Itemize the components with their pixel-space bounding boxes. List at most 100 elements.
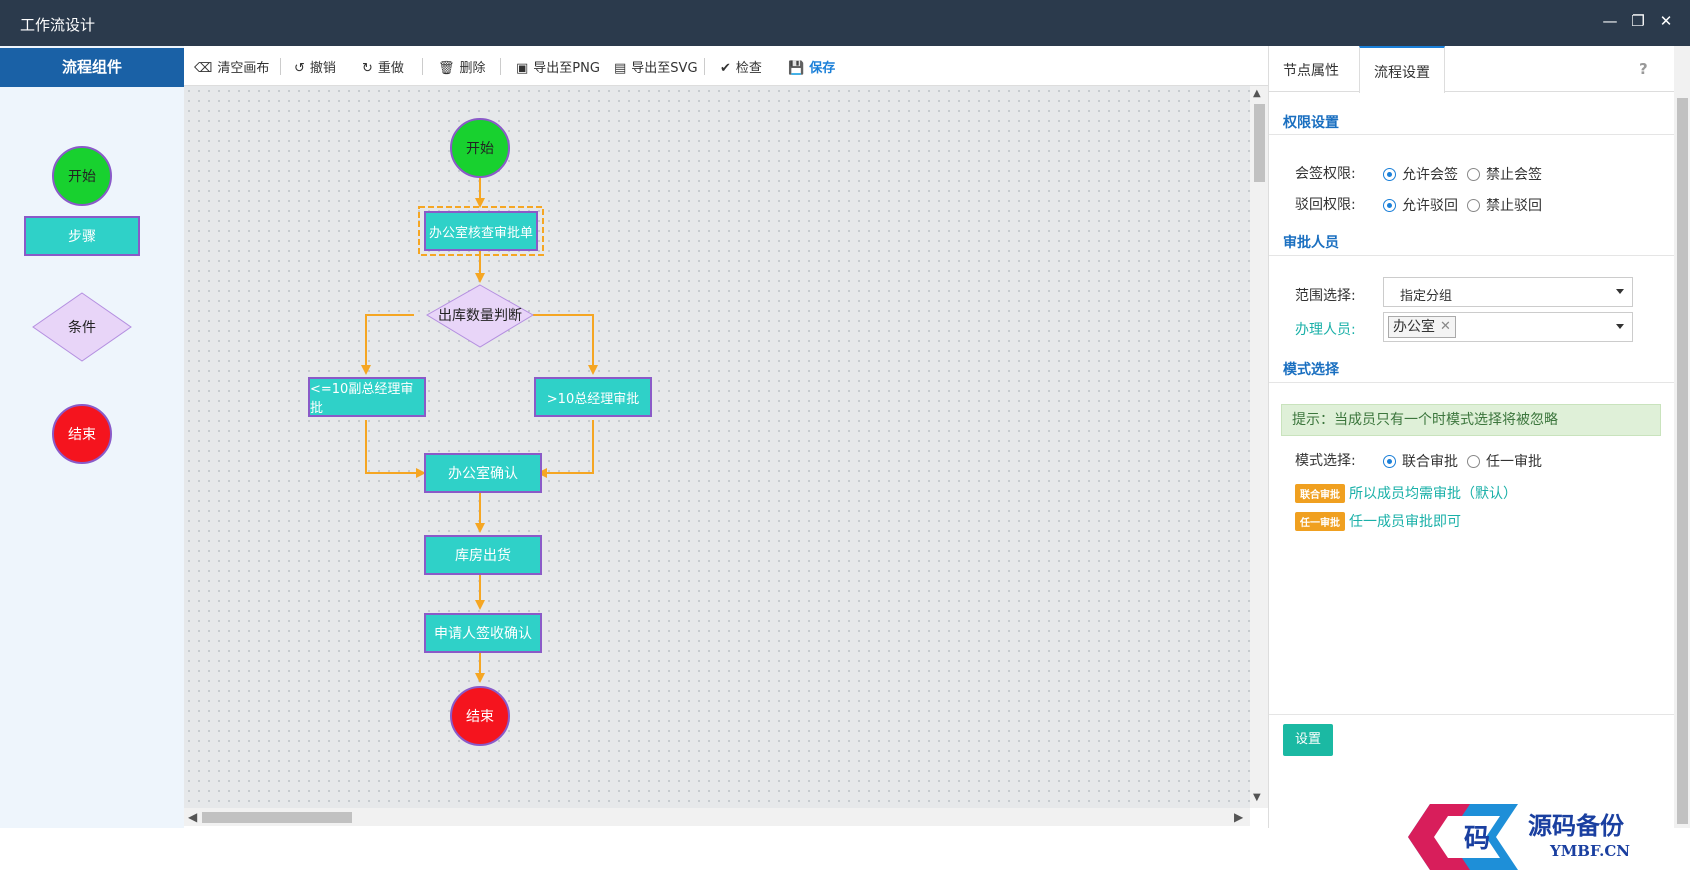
- radio-unchecked-icon: [1467, 198, 1480, 212]
- help-icon[interactable]: ?: [1639, 60, 1648, 78]
- flow-le10-node[interactable]: <=10副总经理审批: [308, 377, 426, 417]
- scope-select[interactable]: 指定分组: [1383, 277, 1633, 307]
- set-button[interactable]: 设置: [1283, 724, 1333, 756]
- palette-step-node[interactable]: 步骤: [24, 216, 140, 256]
- radio-label: 禁止驳回: [1486, 198, 1542, 214]
- legend-badge: 联合审批: [1295, 483, 1345, 503]
- approvers-section-title: 审批人员: [1283, 235, 1339, 251]
- radio-any-approval[interactable]: 任一审批: [1467, 451, 1542, 471]
- flow-gt10-node[interactable]: >10总经理审批: [534, 377, 652, 417]
- radio-label: 任一审批: [1486, 454, 1542, 470]
- scope-select-value: 指定分组: [1400, 289, 1453, 304]
- watermark-emblem: 码: [1408, 804, 1518, 870]
- legend-any: 任一审批任一成员审批即可: [1295, 511, 1461, 531]
- radio-allow-countersign[interactable]: 允许会签: [1383, 164, 1458, 184]
- watermark-domain: YMBF.CN: [1550, 842, 1631, 860]
- section-divider: [1269, 382, 1674, 383]
- handler-multiselect[interactable]: 办公室✕: [1383, 312, 1633, 342]
- radio-allow-reject[interactable]: 允许驳回: [1383, 195, 1458, 215]
- flow-office-confirm-node[interactable]: 办公室确认: [424, 453, 542, 493]
- tab-node-properties[interactable]: 节点属性: [1283, 63, 1339, 79]
- watermark-mark: 码: [1464, 824, 1490, 854]
- eraser-icon: ⌫: [194, 61, 213, 76]
- restore-icon[interactable]: ❐: [1631, 12, 1645, 30]
- export-svg-button[interactable]: ▤ 导出至SVG: [614, 57, 698, 76]
- checkmark-icon: ✔: [720, 61, 731, 76]
- file-icon: ▤: [614, 61, 627, 76]
- save-label: 保存: [809, 61, 836, 76]
- panel-scroll-thumb[interactable]: [1677, 98, 1688, 824]
- edge-condition-le10: [361, 314, 414, 375]
- component-palette: 流程组件 开始 步骤 条件 结束: [0, 46, 184, 828]
- edge-condition-gt10: [533, 314, 598, 375]
- mode-hint-alert: 提示：当成员只有一个时模式选择将被忽略: [1281, 404, 1661, 436]
- radio-joint-approval[interactable]: 联合审批: [1383, 451, 1458, 471]
- scroll-right-icon[interactable]: ▶: [1234, 810, 1244, 824]
- chevron-down-icon: [1616, 324, 1624, 329]
- countersign-label: 会签权限:: [1295, 166, 1356, 182]
- scope-label: 范围选择:: [1295, 288, 1356, 304]
- flow-applicant-sign-node[interactable]: 申请人签收确认: [424, 613, 542, 653]
- scroll-left-icon[interactable]: ◀: [188, 810, 198, 824]
- legend-badge: 任一审批: [1295, 511, 1345, 531]
- scroll-up-icon[interactable]: ▲: [1253, 88, 1261, 99]
- toolbar-divider: [704, 58, 705, 75]
- flow-office-review-node[interactable]: 办公室核查审批单: [424, 211, 538, 251]
- delete-button[interactable]: 🗑删除: [438, 57, 486, 76]
- legend-joint: 联合审批所以成员均需审批（默认）: [1295, 483, 1517, 503]
- chevron-down-icon: [1616, 289, 1624, 294]
- flow-canvas[interactable]: 开始 办公室核查审批单 出库数量判断 <=10副总经理审批 >10总经理审批 办…: [184, 86, 1250, 808]
- export-png-button[interactable]: ▣ 导出至PNG: [516, 57, 600, 76]
- clear-canvas-label: 清空画布: [217, 61, 270, 76]
- palette-start-node[interactable]: 开始: [52, 146, 112, 206]
- radio-forbid-reject[interactable]: 禁止驳回: [1467, 195, 1542, 215]
- radio-label: 联合审批: [1402, 454, 1458, 470]
- flow-end-node[interactable]: 结束: [450, 686, 510, 746]
- radio-label: 禁止会签: [1486, 167, 1542, 183]
- toolbar-divider: [422, 58, 423, 75]
- minimize-icon[interactable]: —: [1602, 12, 1618, 30]
- section-divider: [1269, 255, 1674, 256]
- radio-unchecked-icon: [1467, 167, 1480, 181]
- mode-label: 模式选择:: [1295, 453, 1356, 469]
- floppy-icon: 💾: [788, 61, 805, 76]
- trash-icon: 🗑: [438, 61, 455, 76]
- image-icon: ▣: [516, 61, 529, 76]
- radio-forbid-countersign[interactable]: 禁止会签: [1467, 164, 1542, 184]
- edge-le10-confirm: [365, 420, 426, 478]
- section-divider: [1269, 134, 1674, 135]
- watermark-text: 源码备份: [1528, 811, 1624, 840]
- canvas-horizontal-scrollbar[interactable]: ◀ ▶: [184, 808, 1250, 826]
- vertical-scroll-thumb[interactable]: [1254, 104, 1265, 182]
- palette-condition-label: 条件: [68, 320, 96, 336]
- radio-checked-icon: [1383, 167, 1396, 181]
- palette-condition-node[interactable]: [32, 292, 132, 362]
- radio-checked-icon: [1383, 454, 1396, 468]
- canvas-vertical-scrollbar[interactable]: ▲ ▼: [1250, 86, 1268, 808]
- horizontal-scroll-thumb[interactable]: [202, 812, 352, 823]
- clear-canvas-button[interactable]: ⌫ 清空画布: [194, 57, 269, 76]
- export-png-label: 导出至PNG: [533, 61, 600, 76]
- title-bar: 工作流设计 — ❐ ✕: [0, 0, 1690, 46]
- panel-scrollbar[interactable]: [1674, 46, 1690, 828]
- export-svg-label: 导出至SVG: [631, 61, 698, 76]
- footer-divider: [1269, 714, 1674, 715]
- legend-text: 所以成员均需审批（默认）: [1349, 486, 1517, 502]
- flow-start-node[interactable]: 开始: [450, 118, 510, 178]
- save-button[interactable]: 💾 保存: [788, 57, 835, 76]
- palette-end-node[interactable]: 结束: [52, 404, 112, 464]
- scroll-down-icon[interactable]: ▼: [1253, 792, 1261, 803]
- selection-outline: [418, 206, 544, 256]
- flow-condition-label[interactable]: 出库数量判断: [438, 308, 522, 324]
- undo-button[interactable]: ↺撤销: [294, 57, 336, 76]
- close-icon[interactable]: ✕: [1659, 12, 1673, 30]
- tab-flow-settings[interactable]: 流程设置: [1359, 46, 1445, 93]
- redo-button[interactable]: ↻重做: [362, 57, 404, 76]
- handler-label: 办理人员:: [1295, 322, 1356, 338]
- condition-diamond: [426, 284, 534, 348]
- flow-warehouse-node[interactable]: 库房出货: [424, 535, 542, 575]
- panel-tabs: 节点属性 流程设置 ?: [1269, 46, 1674, 93]
- check-button[interactable]: ✔检查: [720, 57, 762, 76]
- remove-chip-icon[interactable]: ✕: [1440, 319, 1451, 334]
- reject-label: 驳回权限:: [1295, 197, 1356, 213]
